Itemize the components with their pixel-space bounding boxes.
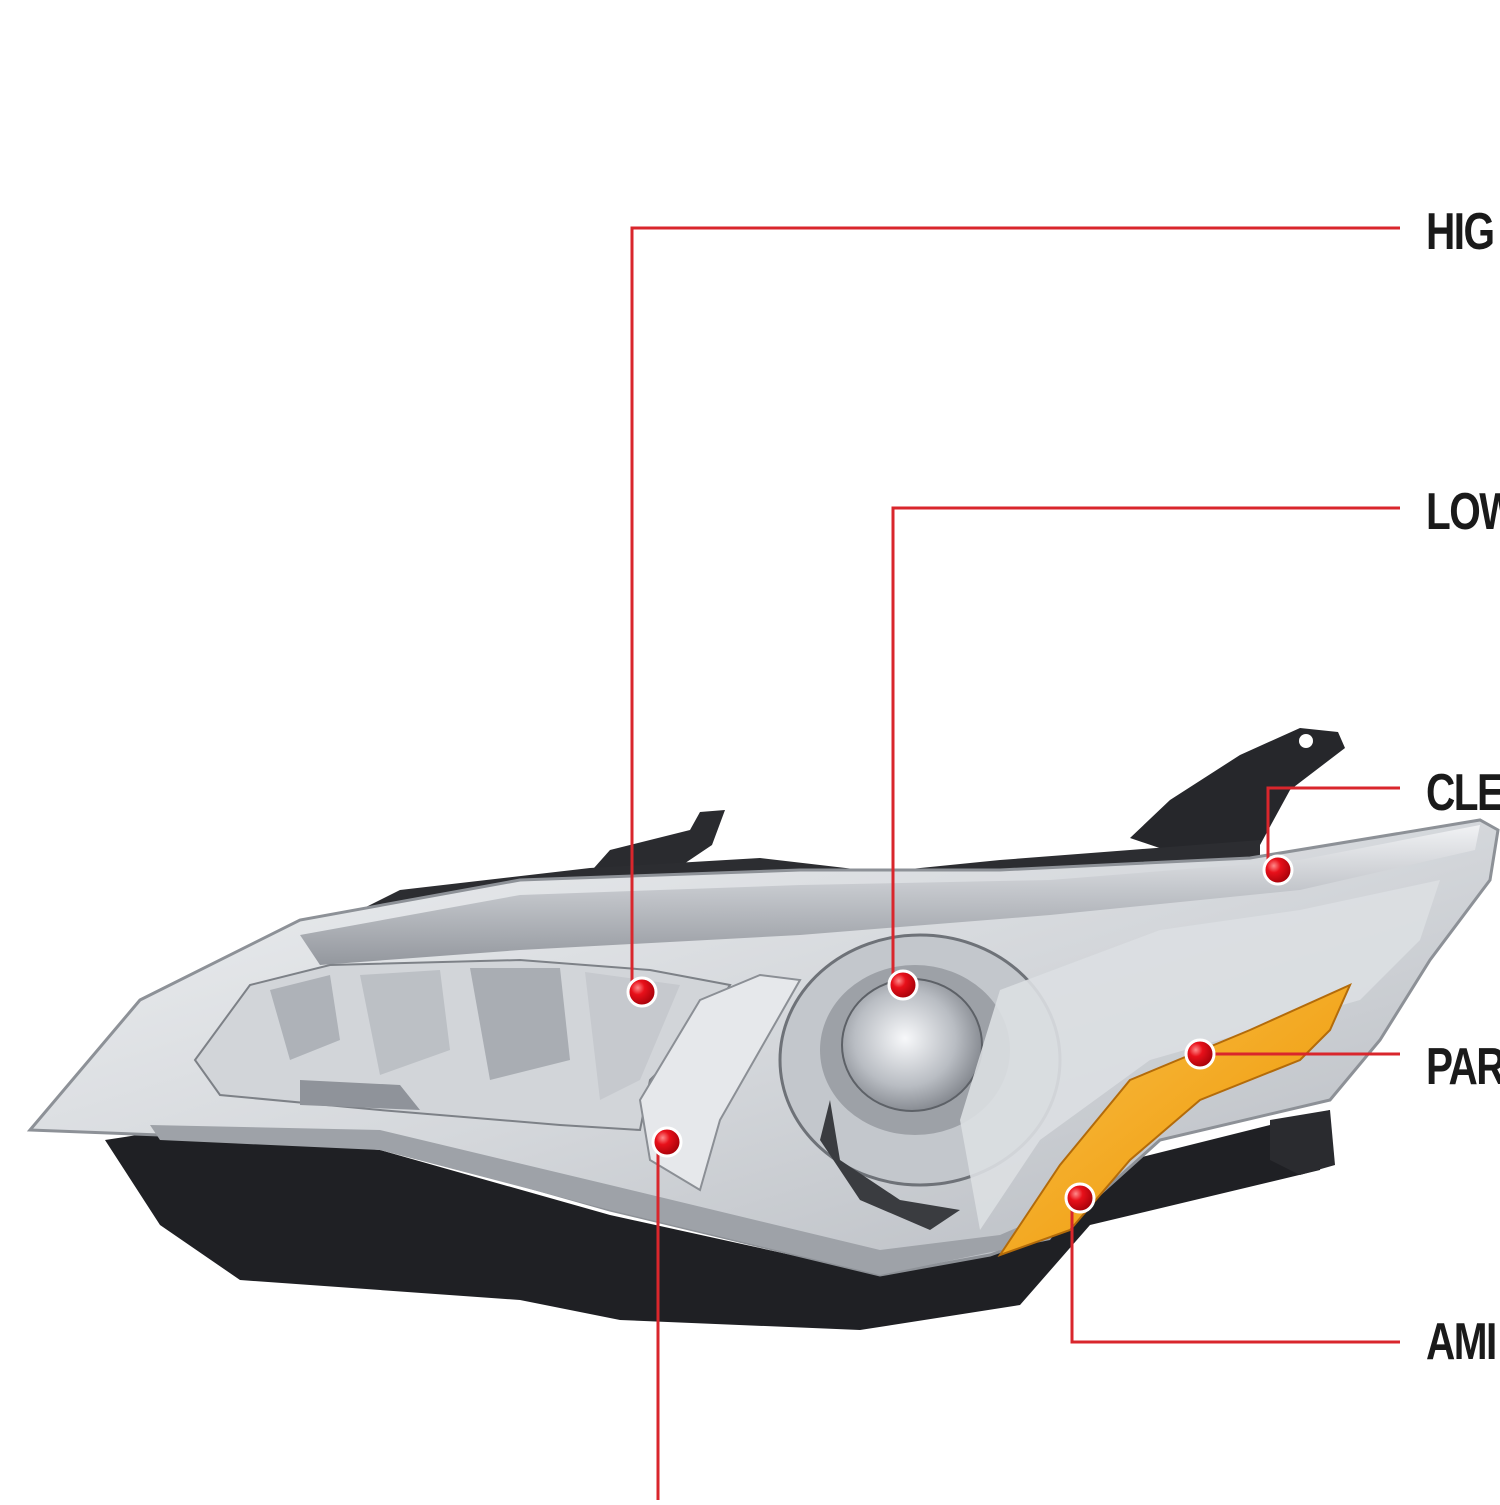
projector-lens: [841, 978, 983, 1112]
top-chrome-strip: [300, 825, 1480, 965]
callout-label-amber: AMI: [1426, 1313, 1497, 1371]
reflector-facet-1: [270, 975, 340, 1060]
mounting-bracket-right: [1130, 728, 1345, 860]
projector-shadow: [820, 1100, 960, 1230]
marker-dots: [626, 854, 1294, 1214]
marker-dot-bottom: [651, 1126, 683, 1158]
marker-dot-clear: [1262, 854, 1294, 886]
leader-line-amber: [1070, 1196, 1400, 1344]
callout-label-low-beam: LOW: [1426, 483, 1500, 541]
bracket-hole: [1299, 734, 1313, 748]
reflector-facet-4: [585, 972, 680, 1100]
callout-label-clear: CLEA: [1426, 764, 1500, 822]
reflector-facet-5: [300, 1080, 420, 1110]
callout-label-high-beam: HIG: [1426, 203, 1495, 261]
reflector-facet-2: [360, 970, 450, 1075]
marker-dot-parking: [1184, 1038, 1216, 1070]
reflector-facet-3: [470, 968, 570, 1080]
marker-dot-high: [626, 976, 658, 1008]
callout-label-parking: PAR: [1426, 1038, 1500, 1096]
right-chrome-section: [960, 880, 1440, 1230]
side-connector: [1270, 1110, 1335, 1175]
marker-dot-low: [887, 969, 919, 1001]
lower-chrome-trim: [150, 1125, 1080, 1275]
housing-bottom: [105, 1110, 1330, 1330]
marker-dot-amber: [1064, 1182, 1096, 1214]
